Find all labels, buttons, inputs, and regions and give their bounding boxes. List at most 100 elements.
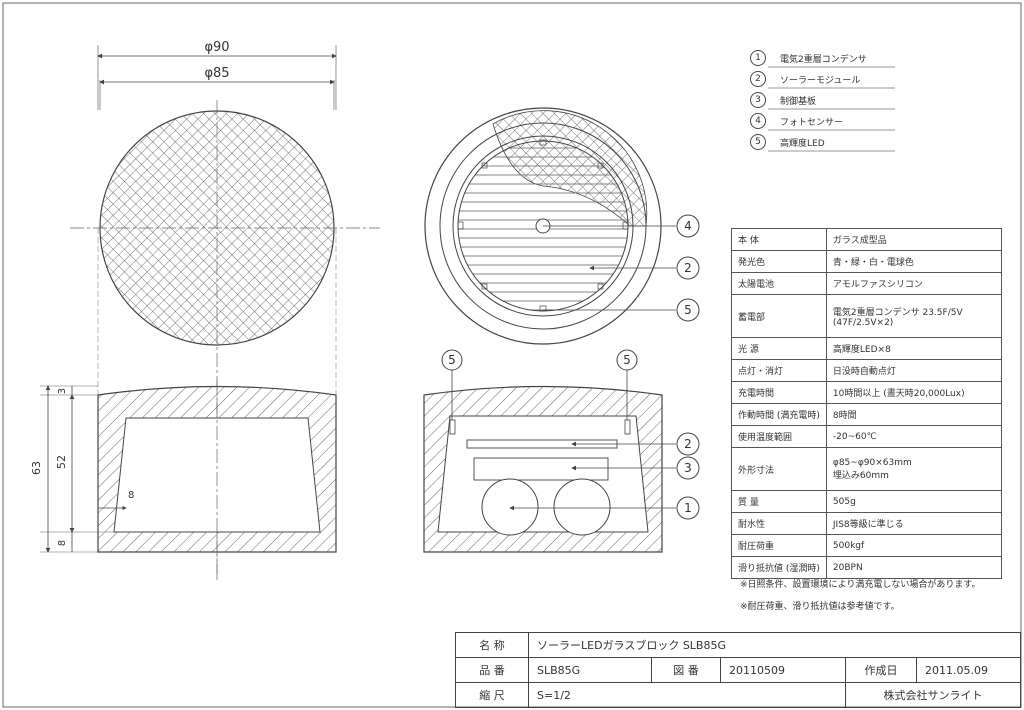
company-name: 株式会社サンライト (845, 682, 1021, 708)
callout-3: 3 (684, 461, 692, 475)
callout-2-side: 2 (684, 437, 692, 451)
legend-item: 2 ソーラーモジュール (750, 71, 860, 87)
spec-value-line1: 電気2重層コンデンサ 23.5F/5V (832, 307, 963, 318)
spec-key: 蓄電部 (731, 294, 827, 338)
spec-key: 質 量 (731, 490, 827, 513)
table-row: 滑り抵抗値 (湿潤時)20BPN (731, 556, 1003, 579)
table-row: 点灯・消灯日没時自動点灯 (731, 359, 1003, 382)
legend-label: 電気2重層コンデンサ (780, 54, 867, 65)
spec-value: 8時間 (825, 403, 1003, 426)
left-top-view (70, 100, 380, 580)
legend-num: 3 (750, 92, 766, 108)
spec-key: 耐圧荷重 (731, 534, 827, 557)
dim-8-label: 8 (57, 540, 68, 546)
spec-key: 滑り抵抗値 (湿潤時) (731, 556, 827, 579)
legend-num: 5 (750, 134, 766, 150)
legend-item: 1 電気2重層コンデンサ (750, 50, 867, 66)
spec-key: 発光色 (731, 250, 827, 273)
spec-value: 日没時自動点灯 (825, 359, 1003, 382)
spec-value: 20BPN (825, 556, 1003, 579)
spec-key: 太陽電池 (731, 272, 827, 295)
spec-value: アモルファスシリコン (825, 272, 1003, 295)
dim-63-label: 63 (30, 461, 43, 475)
scale-label: 縮 尺 (455, 682, 529, 708)
part-label: 品 番 (455, 657, 529, 683)
table-row: 作動時間 (満充電時)8時間 (731, 403, 1003, 426)
name-value: ソーラーLEDガラスブロック SLB85G (528, 632, 1021, 658)
date-value: 2011.05.09 (916, 657, 1021, 683)
callout-5-left: 5 (448, 353, 456, 367)
legend-label: 制御基板 (780, 96, 817, 107)
dim-3-label: 3 (57, 388, 68, 394)
legend-label: 高輝度LED (780, 138, 825, 149)
legend-item: 4 フォトセンサー (750, 113, 843, 129)
table-row: 使用温度範囲-20~60℃ (731, 425, 1003, 448)
legend-label: ソーラーモジュール (780, 75, 861, 86)
spec-value: φ85~φ90×63mm 埋込み60mm (825, 447, 1003, 491)
part-value: SLB85G (528, 657, 652, 683)
dimension-heights: 63 52 3 8 8 (30, 385, 134, 553)
date-label: 作成日 (845, 657, 917, 683)
dim-phi90-label: φ90 (204, 40, 229, 55)
callout-4: 4 (684, 219, 692, 233)
callout-5-top: 5 (684, 303, 692, 317)
table-row: 太陽電池アモルファスシリコン (731, 272, 1003, 295)
legend-num: 4 (750, 113, 766, 129)
center-side-section (423, 385, 663, 553)
dimension-diameter: φ90 φ85 (97, 40, 337, 110)
callout-1: 1 (684, 501, 692, 515)
dim-52-label: 52 (55, 455, 68, 469)
spec-key: 外形寸法 (731, 447, 827, 491)
note-2: ※耐圧荷重、滑り抵抗値は参考値です。 (740, 602, 900, 612)
spec-value-line2: (47F/2.5V×2) (832, 317, 894, 328)
spec-value: 高輝度LED×8 (825, 337, 1003, 360)
dim-wall-label: 8 (128, 490, 134, 501)
legend-num: 1 (750, 50, 766, 66)
spec-key: 使用温度範囲 (731, 425, 827, 448)
spec-key: 充電時間 (731, 381, 827, 404)
drawing-value: 20110509 (720, 657, 846, 683)
table-row: 光 源高輝度LED×8 (731, 337, 1003, 360)
spec-value: -20~60℃ (825, 425, 1003, 448)
table-row: 本 体ガラス成型品 (731, 228, 1003, 251)
dim-phi85-label: φ85 (204, 66, 229, 81)
spec-value-line2: 埋込み60mm (832, 470, 889, 481)
spec-value: 500kgf (825, 534, 1003, 557)
spec-key: 本 体 (731, 228, 827, 251)
spec-key: 光 源 (731, 337, 827, 360)
legend-num: 2 (750, 71, 766, 87)
table-row: 外形寸法 φ85~φ90×63mm 埋込み60mm (731, 447, 1003, 491)
drawing-label: 図 番 (651, 657, 721, 683)
callout-2-top: 2 (684, 261, 692, 275)
spec-value: 10時間以上 (晝天時20,000Lux) (825, 381, 1003, 404)
note-1: ※日照条件、設置環境により満充電しない場合があります。 (740, 580, 981, 590)
title-row: 品 番 SLB85G 図 番 20110509 作成日 2011.05.09 (455, 657, 1021, 683)
callouts: 4 2 5 5 5 2 3 1 (441, 214, 700, 520)
spec-value: ガラス成型品 (825, 228, 1003, 251)
table-row: 蓄電部電気2重層コンデンサ 23.5F/5V(47F/2.5V×2) (731, 294, 1003, 338)
spec-value: 505g (825, 490, 1003, 513)
scale-value: S=1/2 (528, 682, 846, 708)
spec-value: 青・緑・白・電球色 (825, 250, 1003, 273)
spec-key: 作動時間 (満充電時) (731, 403, 827, 426)
name-label: 名 称 (455, 632, 529, 658)
table-row: 発光色青・緑・白・電球色 (731, 250, 1003, 273)
legend-item: 3 制御基板 (750, 92, 816, 108)
spec-value: JIS8等級に準じる (825, 512, 1003, 535)
spec-value: 電気2重層コンデンサ 23.5F/5V(47F/2.5V×2) (825, 294, 1003, 338)
title-row: 名 称 ソーラーLEDガラスブロック SLB85G (455, 632, 1021, 658)
legend-item: 5 高輝度LED (750, 134, 825, 150)
title-block: 名 称 ソーラーLEDガラスブロック SLB85G 品 番 SLB85G 図 番… (455, 632, 1021, 708)
spec-key: 点灯・消灯 (731, 359, 827, 382)
spec-table: 本 体ガラス成型品 発光色青・緑・白・電球色 太陽電池アモルファスシリコン 蓄電… (731, 228, 1003, 579)
legend-label: フォトセンサー (780, 117, 844, 128)
spec-value-line1: φ85~φ90×63mm (832, 457, 912, 468)
spec-key: 耐水性 (731, 512, 827, 535)
title-row: 縮 尺 S=1/2 株式会社サンライト (455, 682, 1021, 708)
left-side-section (97, 380, 337, 580)
